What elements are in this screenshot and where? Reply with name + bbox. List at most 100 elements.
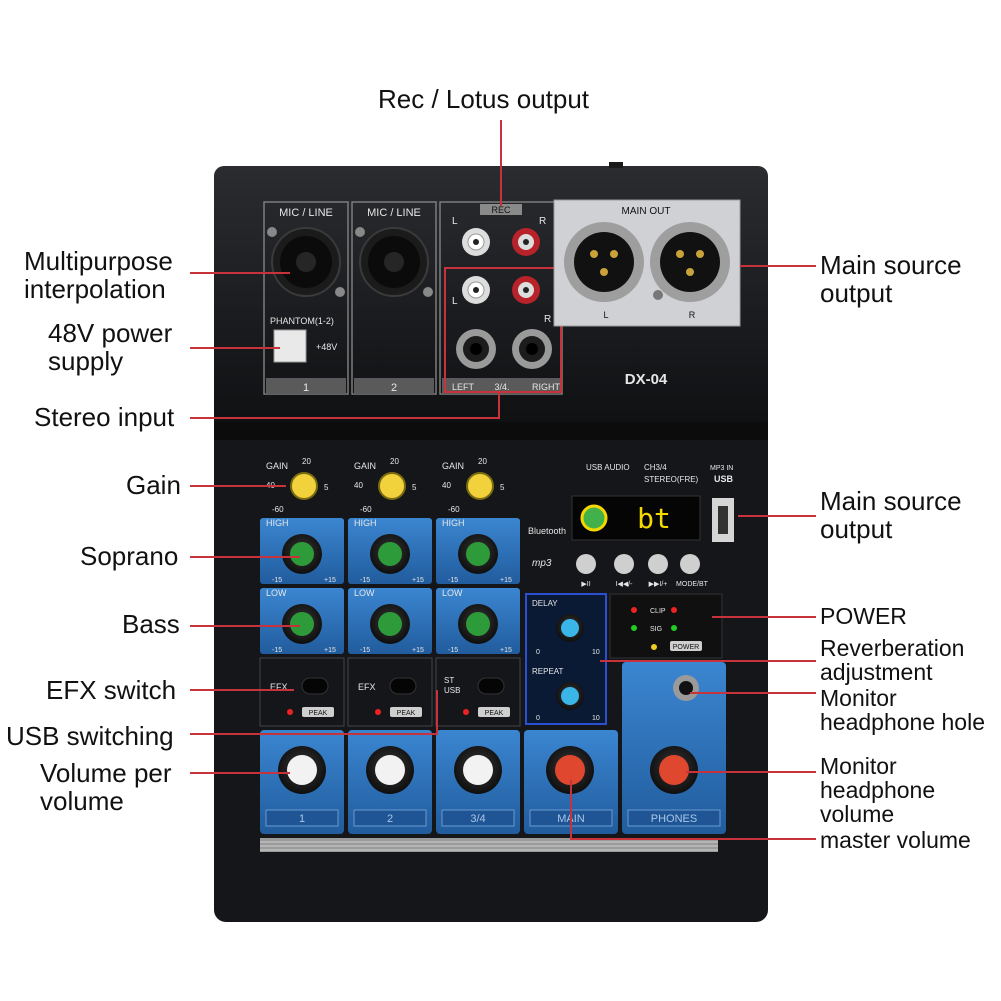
high-knob-2[interactable] — [370, 534, 410, 574]
svg-text:-15: -15 — [272, 647, 282, 654]
prev-button[interactable] — [614, 554, 634, 574]
svg-text:▶II: ▶II — [581, 581, 590, 588]
play-pause-button[interactable] — [576, 554, 596, 574]
callout-rec-lotus-output: Rec / Lotus output — [378, 84, 590, 114]
model-label: DX-04 — [625, 371, 668, 388]
main-out-label: MAIN OUT — [622, 206, 671, 217]
volume-row: 1 2 3/4 MAIN PHONES — [260, 662, 726, 834]
usb-switch[interactable] — [477, 677, 505, 695]
callout-volume-per-line2: volume — [40, 786, 124, 816]
svg-text:CH3/4: CH3/4 — [644, 463, 667, 472]
high-knob-3[interactable] — [458, 534, 498, 574]
svg-text:GAIN: GAIN — [266, 461, 288, 471]
callout-master-volume: master volume — [820, 827, 971, 853]
main-volume-knob[interactable] — [546, 746, 594, 794]
callout-efx-switch: EFX switch — [46, 675, 177, 705]
svg-text:-60: -60 — [360, 505, 372, 514]
efx-switch-2[interactable] — [389, 677, 417, 695]
volume-knob-1[interactable] — [278, 746, 326, 794]
level-indicator: CLIP SIG POWER — [609, 593, 723, 659]
svg-text:-15: -15 — [448, 647, 458, 654]
phantom-power-switch[interactable] — [273, 329, 307, 363]
svg-text:HIGH: HIGH — [442, 518, 465, 528]
svg-text:+15: +15 — [324, 577, 336, 584]
svg-text:CLIP: CLIP — [650, 608, 666, 615]
headphone-jack — [673, 675, 699, 701]
mp3-logo: mp3 — [532, 558, 552, 569]
callout-main-source-top-line1: Main source — [820, 250, 962, 280]
channel-2-number: 2 — [391, 382, 397, 394]
left-label: LEFT — [452, 382, 475, 392]
high-knob-1[interactable] — [282, 534, 322, 574]
svg-text:I◀◀/-: I◀◀/- — [616, 581, 634, 588]
low-knob-3[interactable] — [458, 604, 498, 644]
effects-section: DELAY 0 10 REPEAT 0 10 — [525, 593, 607, 725]
svg-text:-15: -15 — [360, 577, 370, 584]
audio-mixer-illustration: 1 2 MIC / LINE MIC / LINE PHANTOM(1-2) +… — [214, 162, 768, 922]
bluetooth-label: Bluetooth — [528, 526, 566, 536]
rec-label: REC — [491, 205, 511, 215]
svg-text:0: 0 — [536, 715, 540, 722]
callout-main-source-mid-line1: Main source — [820, 486, 962, 516]
svg-text:1: 1 — [299, 813, 305, 825]
svg-text:MP3 IN: MP3 IN — [710, 465, 733, 472]
svg-text:STEREO(FRE): STEREO(FRE) — [644, 475, 699, 484]
stereo-input-highlight — [444, 267, 562, 393]
callout-line-multipurpose — [190, 272, 290, 274]
callout-volume-per-line1: Volume per — [40, 758, 172, 788]
callout-monitor-vol-line1: Monitor — [820, 753, 897, 779]
svg-text:20: 20 — [478, 457, 487, 466]
callout-line-usb-v — [436, 690, 438, 735]
callout-line-monitor-hole — [690, 692, 816, 694]
volume-knob-2[interactable] — [366, 746, 414, 794]
svg-text:LOW: LOW — [442, 588, 463, 598]
svg-text:HIGH: HIGH — [266, 518, 289, 528]
phones-volume-knob[interactable] — [650, 746, 698, 794]
callout-48v-line1: 48V power — [48, 318, 173, 348]
svg-text:PEAK: PEAK — [485, 710, 504, 717]
volume-knob-34[interactable] — [454, 746, 502, 794]
stereo-rca-left — [462, 276, 490, 304]
callout-line-volume — [190, 772, 290, 774]
delay-knob[interactable] — [556, 614, 584, 642]
svg-text:L: L — [452, 296, 458, 307]
gain-row: GAIN 20 40 -60 5 GAIN 20 40 -60 5 GAIN 2… — [266, 457, 505, 514]
callout-line-efx — [190, 689, 294, 691]
svg-text:USB: USB — [714, 474, 734, 484]
efx-switch-1[interactable] — [301, 677, 329, 695]
low-eq-row: LOW LOW LOW -15 +15 -15 +15 -15 +15 — [260, 588, 520, 654]
rec-rca-left — [462, 228, 490, 256]
low-knob-2[interactable] — [370, 604, 410, 644]
svg-text:10: 10 — [592, 649, 600, 656]
display-spinner-icon — [580, 504, 608, 532]
callout-line-monitor-vol — [686, 771, 816, 773]
gain-knob-2[interactable]: GAIN 20 40 -60 5 — [354, 457, 417, 514]
repeat-label: REPEAT — [532, 667, 564, 676]
callout-line-master — [572, 838, 816, 840]
svg-text:USB AUDIO: USB AUDIO — [586, 463, 630, 472]
callout-line-stereo-v — [498, 392, 500, 419]
next-button[interactable] — [648, 554, 668, 574]
gain-knob-3[interactable]: GAIN 20 40 -60 5 — [442, 457, 505, 514]
channel-1-number: 1 — [303, 382, 309, 394]
low-knob-1[interactable] — [282, 604, 322, 644]
callout-reverb-line2: adjustment — [820, 659, 933, 685]
efx-row: EFX EFX ST USB PEAK PEAK PEAK — [259, 657, 521, 727]
callout-line-soprano — [190, 556, 300, 558]
svg-text:SIG: SIG — [650, 626, 662, 633]
callout-bass: Bass — [122, 609, 180, 639]
callout-48v-line2: supply — [48, 346, 124, 376]
svg-text:+15: +15 — [500, 647, 512, 654]
rec-rca-right — [512, 228, 540, 256]
svg-text:R: R — [689, 310, 696, 320]
svg-text:3/4: 3/4 — [470, 813, 485, 825]
plus48v-label: +48V — [316, 342, 337, 352]
right-label: RIGHT — [532, 382, 561, 392]
svg-text:0: 0 — [536, 649, 540, 656]
repeat-knob[interactable] — [556, 682, 584, 710]
svg-text:▶▶I/+: ▶▶I/+ — [649, 581, 668, 588]
mode-bt-button[interactable] — [680, 554, 700, 574]
callout-reverb-line1: Reverberation — [820, 635, 965, 661]
svg-text:PEAK: PEAK — [309, 710, 328, 717]
high-eq-row: HIGH HIGH HIGH -15 +15 -15 +15 -15 +15 — [260, 518, 520, 584]
